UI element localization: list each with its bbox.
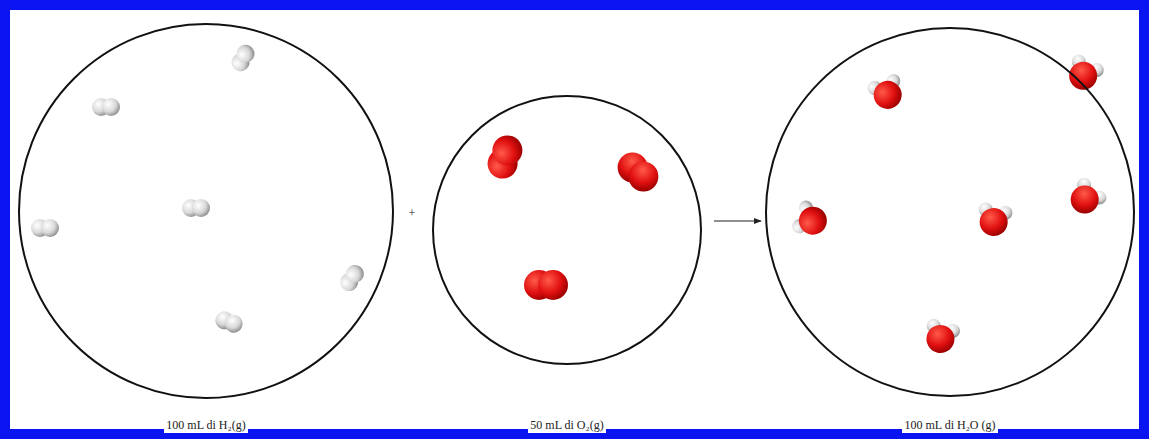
- sample-circle: 100 mL di H₂O (g): [765, 27, 1135, 397]
- plus-sign: +: [409, 206, 416, 221]
- circle-outline: [432, 95, 702, 365]
- volume-caption: 100 mL di H₂O (g): [902, 418, 997, 433]
- circle-outline: [765, 27, 1135, 397]
- circle-outline: [18, 23, 394, 399]
- sample-circle: 100 mL di H₂(g): [18, 23, 394, 399]
- reaction-arrow: [714, 220, 761, 221]
- volume-caption: 50 mL di O₂(g): [528, 418, 605, 433]
- sample-circle: 50 mL di O₂(g): [432, 95, 702, 365]
- volume-caption: 100 mL di H₂(g): [164, 418, 247, 433]
- white-panel: [10, 10, 1139, 429]
